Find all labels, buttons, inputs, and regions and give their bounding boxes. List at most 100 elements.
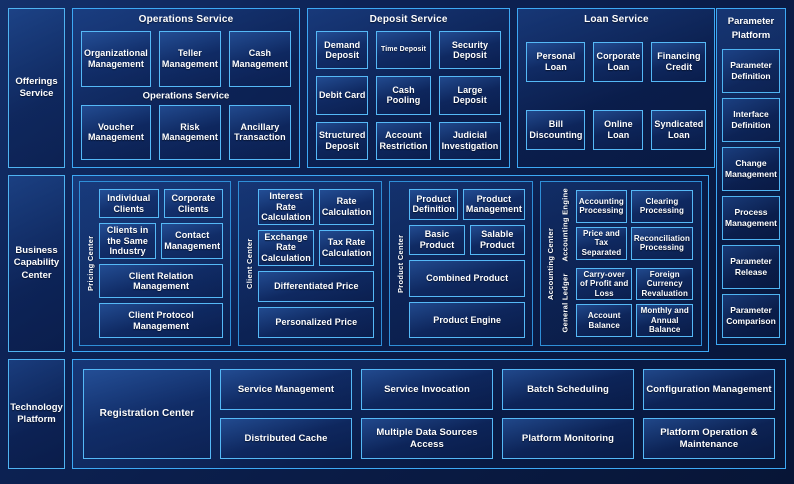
capability-box[interactable]: Client Relation Management — [99, 263, 224, 299]
capability-box[interactable]: Organizational Management — [81, 31, 151, 87]
capability-box[interactable]: Time Deposit — [376, 31, 431, 70]
accounting-section-vlabel: General Ledger — [560, 272, 570, 332]
capability-box[interactable]: Cash Pooling — [376, 76, 431, 115]
center-pair-row: Individual Clients Corporate Clients — [99, 189, 224, 219]
capability-box[interactable]: Financing Credit — [651, 41, 707, 82]
capability-box[interactable]: Demand Deposit — [315, 31, 369, 70]
capability-box[interactable]: Product Management — [462, 189, 525, 220]
capability-box[interactable]: Reconciliation Processing — [630, 226, 693, 260]
capability-box[interactable]: Service Invocation — [361, 369, 493, 410]
center-panel-product: Product Center Product Definition Produc… — [389, 181, 533, 346]
service-title-deposit: Deposit Service — [369, 14, 448, 25]
capability-box[interactable]: Distributed Cache — [220, 418, 352, 459]
capability-box[interactable]: Structured Deposit — [315, 121, 369, 160]
parameter-platform-item[interactable]: Change Management — [722, 146, 780, 191]
capability-box[interactable]: Corporate Loan — [593, 41, 644, 82]
service-title-loan: Loan Service — [584, 14, 649, 25]
capability-box[interactable]: Debit Card — [315, 76, 369, 115]
capability-box[interactable]: Corporate Clients — [163, 189, 224, 219]
parameter-platform-item[interactable]: Interface Definition — [722, 97, 780, 142]
capability-box[interactable]: Accounting Processing — [575, 190, 627, 223]
capability-box[interactable]: Product Engine — [409, 301, 525, 338]
center-pair-row: Product Definition Product Management — [409, 189, 525, 220]
parameter-platform-item[interactable]: Parameter Comparison — [722, 293, 780, 338]
capability-box[interactable]: Platform Monitoring — [502, 418, 634, 459]
capability-box[interactable]: Clients in the Same Industry — [99, 223, 157, 259]
capability-box[interactable]: Syndicated Loan — [651, 109, 707, 150]
capability-box[interactable]: Large Deposit — [438, 76, 502, 115]
capability-box[interactable]: Security Deposit — [438, 31, 502, 70]
capability-box[interactable]: Personalized Price — [258, 306, 375, 338]
capability-box[interactable]: Cash Management — [228, 31, 291, 87]
accounting-sections: Accounting Engine Accounting Processing … — [557, 186, 697, 341]
center-vlabel-accounting: Accounting Center — [545, 227, 555, 300]
capability-box[interactable]: Account Balance — [575, 304, 633, 337]
service-items-deposit: Demand Deposit Time Deposit Security Dep… — [315, 31, 502, 160]
center-body-client: Interest Rate Calculation Rate Calculati… — [256, 186, 377, 341]
capability-box[interactable]: Product Definition — [409, 189, 458, 220]
center-vlabel-product: Product Center — [396, 234, 406, 293]
technology-items-container: Registration Center Service Management S… — [72, 359, 786, 469]
offerings-service-row: Offerings Service Operations Service Org… — [8, 8, 786, 345]
capability-box[interactable]: Platform Operation & Maintenance — [643, 418, 775, 459]
parameter-platform-title: Parameter Platform — [727, 16, 775, 41]
capability-box[interactable]: Rate Calculation — [318, 189, 375, 225]
capability-centers-container: Pricing Center Individual Clients Corpor… — [72, 175, 709, 352]
capability-box[interactable]: Differentiated Price — [258, 270, 375, 302]
parameter-platform-item[interactable]: Parameter Release — [722, 244, 780, 289]
technology-platform-row: Technology Platform Registration Center … — [8, 359, 786, 469]
service-panel-operations: Operations Service Organizational Manage… — [72, 8, 300, 168]
parameter-platform-item[interactable]: Process Management — [722, 195, 780, 240]
capability-box[interactable]: Interest Rate Calculation — [258, 189, 314, 225]
service-items-operations: Organizational Management Teller Managem… — [81, 31, 291, 160]
accounting-section-vlabel: Accounting Engine — [560, 188, 570, 262]
service-items-loan: Personal Loan Corporate Loan Financing C… — [526, 31, 707, 160]
capability-box[interactable]: Basic Product — [409, 224, 465, 256]
center-body-product: Product Definition Product Management Ba… — [407, 186, 527, 341]
capability-box[interactable]: Client Protocol Management — [99, 303, 224, 339]
technology-grid: Service Management Service Invocation Ba… — [220, 369, 775, 459]
capability-box[interactable]: Batch Scheduling — [502, 369, 634, 410]
rail-business-capability-center[interactable]: Business Capability Center — [8, 175, 65, 352]
capability-box[interactable]: Ancillary Transaction — [228, 104, 291, 160]
center-pair-row: Interest Rate Calculation Rate Calculati… — [258, 189, 375, 225]
capability-box[interactable]: Contact Management — [161, 223, 224, 259]
accounting-engine-items: Accounting Processing Clearing Processin… — [574, 188, 695, 262]
capability-box[interactable]: Combined Product — [409, 260, 525, 297]
capability-box[interactable]: Risk Management — [158, 104, 221, 160]
capability-box[interactable]: Exchange Rate Calculation — [258, 229, 314, 266]
capability-box[interactable]: Teller Management — [158, 31, 221, 87]
rail-technology-platform[interactable]: Technology Platform — [8, 359, 65, 469]
service-title-operations: Operations Service — [138, 14, 234, 25]
capability-box[interactable]: Bill Discounting — [526, 109, 586, 150]
center-panel-accounting: Accounting Center Accounting Engine Acco… — [539, 181, 702, 346]
parameter-platform-item[interactable]: Parameter Definition — [722, 48, 780, 93]
capability-box[interactable]: Service Management — [220, 369, 352, 410]
service-panel-deposit: Deposit Service Demand Deposit Time Depo… — [306, 8, 511, 168]
capability-box[interactable]: Carry-over of Profit and Loss — [575, 267, 633, 301]
capability-box[interactable]: Clearing Processing — [630, 190, 693, 223]
center-panel-client: Client Center Interest Rate Calculation … — [238, 181, 383, 346]
capability-box-registration-center[interactable]: Registration Center — [83, 369, 211, 459]
capability-box[interactable]: Configuration Management — [643, 369, 775, 410]
rail-offerings-service[interactable]: Offerings Service — [8, 8, 65, 168]
accounting-section-engine: Accounting Engine Accounting Processing … — [559, 188, 695, 262]
service-midcaption-operations: Operations Service — [142, 90, 230, 101]
capability-box[interactable]: Voucher Management — [81, 104, 151, 160]
capability-box[interactable]: Individual Clients — [99, 189, 159, 219]
center-pair-row: Exchange Rate Calculation Tax Rate Calcu… — [258, 229, 375, 266]
capability-box[interactable]: Multiple Data Sources Access — [361, 418, 493, 459]
capability-box[interactable]: Online Loan — [593, 109, 644, 150]
capability-box[interactable]: Foreign Currency Revaluation — [636, 267, 693, 301]
business-capability-row: Business Capability Center Pricing Cente… — [8, 175, 786, 352]
capability-box[interactable]: Price and Tax Separated — [575, 226, 627, 260]
capability-box[interactable]: Account Restriction — [376, 121, 431, 160]
parameter-platform-panel: Parameter Platform Parameter Definition … — [716, 8, 786, 345]
capability-box[interactable]: Judicial Investigation — [438, 121, 502, 160]
capability-box[interactable]: Salable Product — [469, 224, 525, 256]
capability-box[interactable]: Tax Rate Calculation — [318, 229, 375, 266]
general-ledger-items: Carry-over of Profit and Loss Foreign Cu… — [574, 266, 695, 340]
capability-box[interactable]: Monthly and Annual Balance — [636, 304, 693, 337]
capability-box[interactable]: Personal Loan — [526, 41, 586, 82]
